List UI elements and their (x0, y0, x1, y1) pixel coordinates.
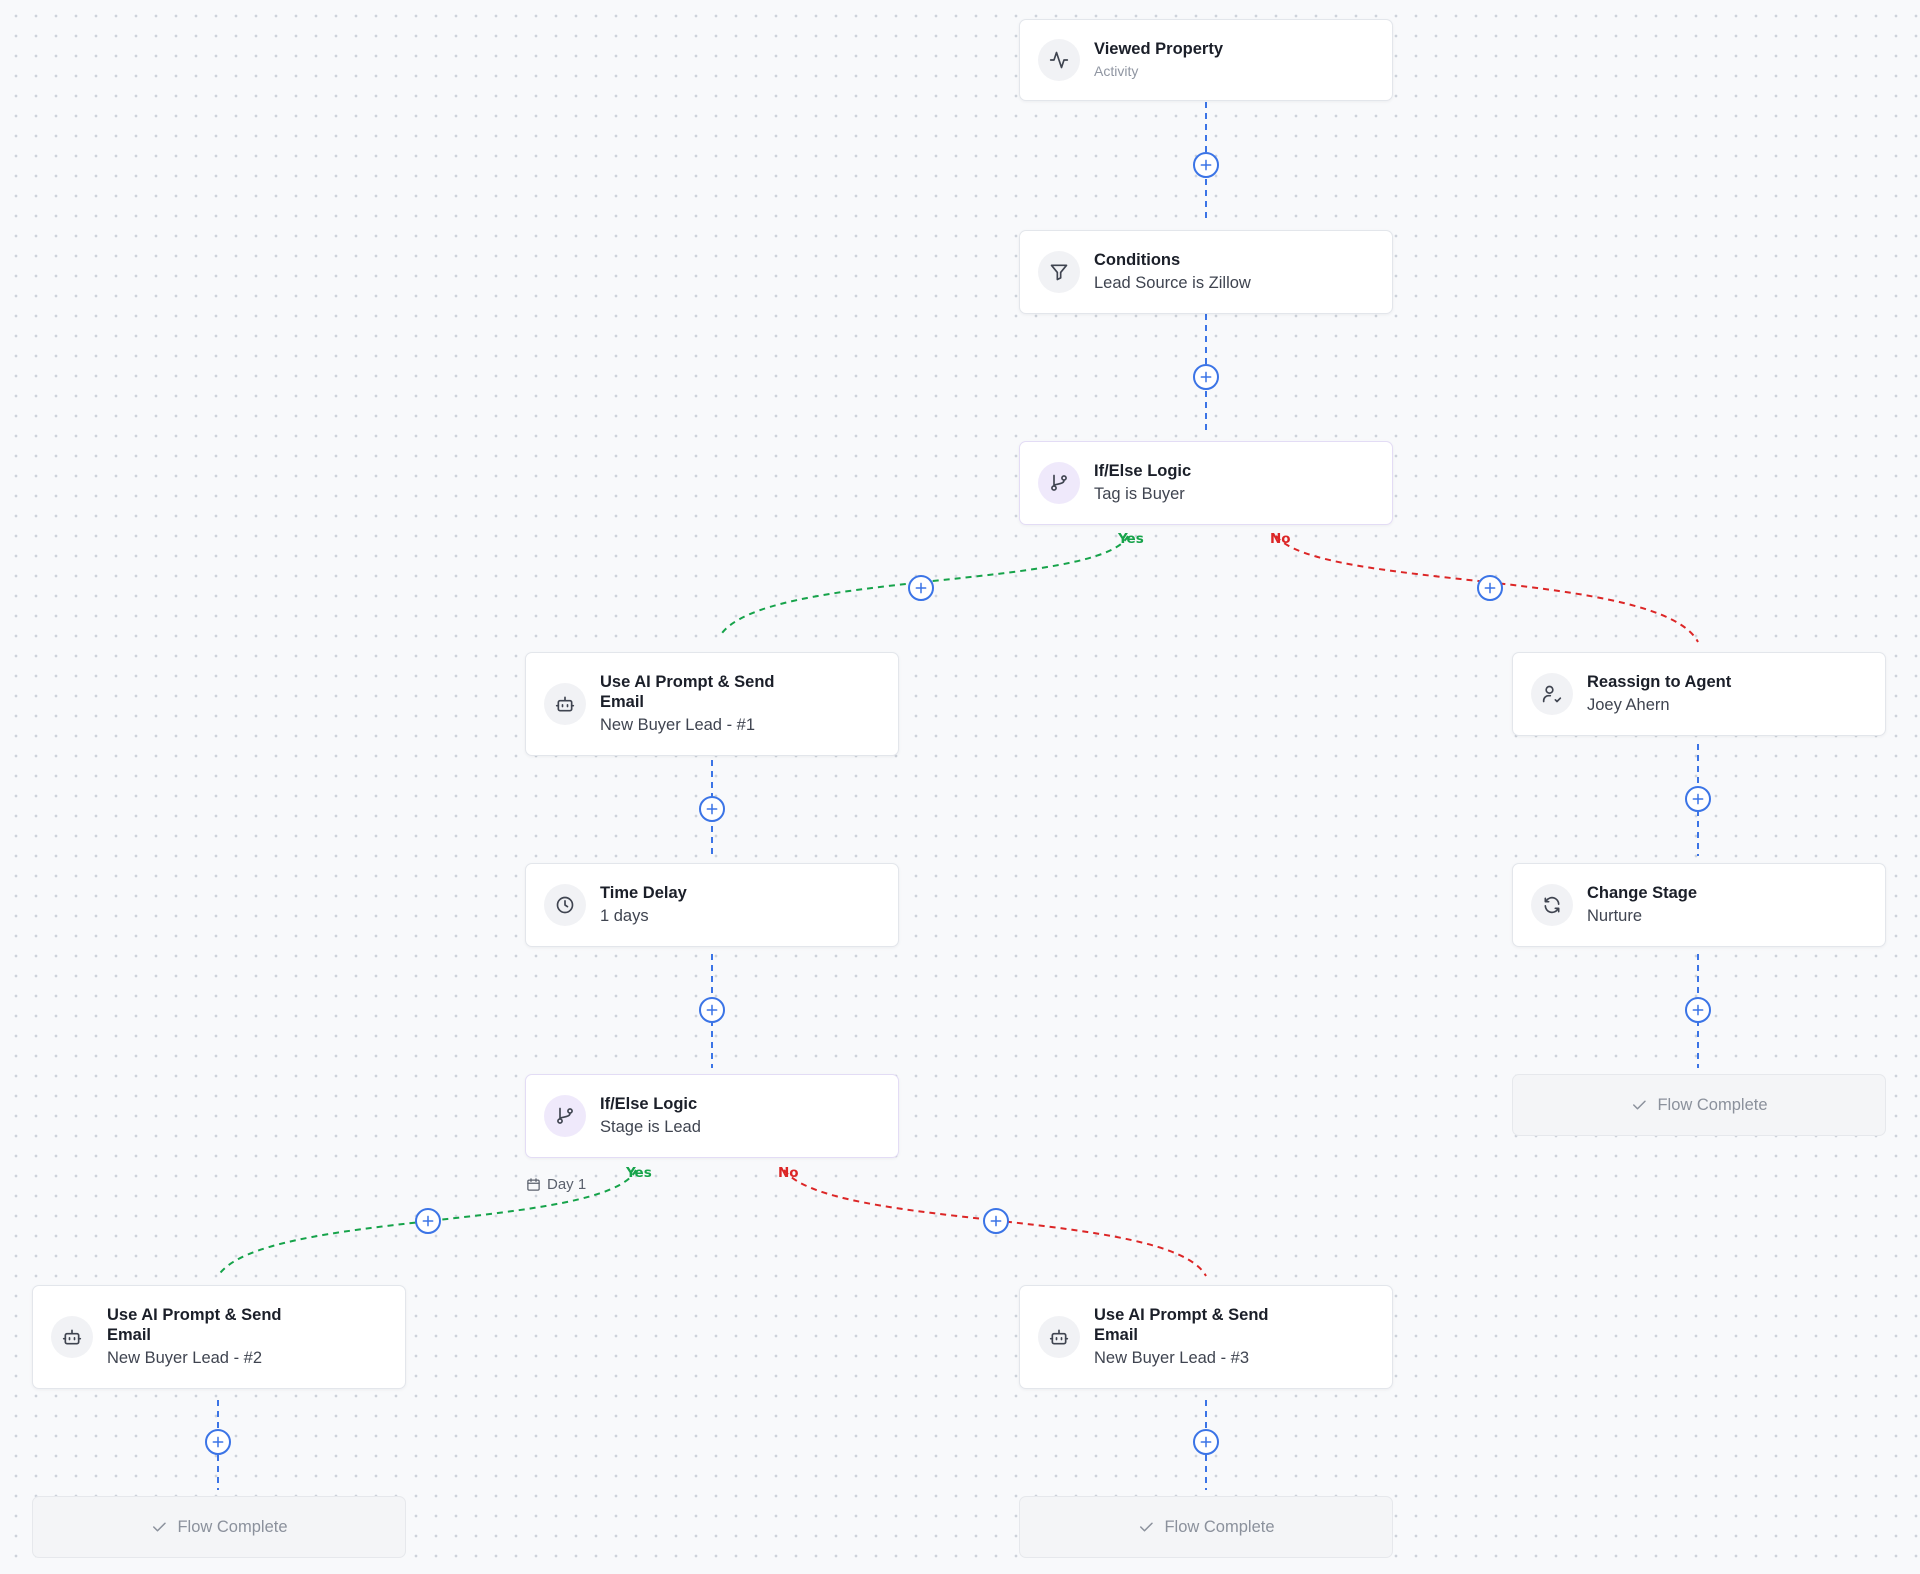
refresh-icon (1531, 884, 1573, 926)
plus-icon (706, 1004, 718, 1016)
yes-branch-label: Yes (626, 1165, 652, 1181)
yes-branch-line (719, 535, 1129, 637)
node-reassign-agent[interactable]: Reassign to Agent Joey Ahern (1512, 652, 1886, 736)
node-subtitle: Lead Source is Zillow (1094, 274, 1251, 292)
robot-icon (1038, 1316, 1080, 1358)
plus-icon (1692, 1004, 1704, 1016)
flow-complete-label: Flow Complete (1657, 1095, 1768, 1114)
plus-icon (422, 1215, 434, 1227)
node-change-stage[interactable]: Change Stage Nurture (1512, 863, 1886, 947)
add-step-button[interactable] (1477, 575, 1503, 601)
plus-icon (915, 582, 927, 594)
add-step-button[interactable] (205, 1429, 231, 1455)
node-subtitle: New Buyer Lead - #3 (1094, 1349, 1250, 1367)
node-title: Reassign to Agent (1587, 673, 1732, 691)
node-title: If/Else Logic (1094, 462, 1192, 480)
branch-icon (1038, 462, 1080, 504)
node-ifelse-stage-lead[interactable]: If/Else Logic Stage is Lead (525, 1074, 899, 1158)
node-title: Conditions (1094, 251, 1181, 269)
flow-complete: Flow Complete (1512, 1074, 1886, 1136)
add-step-button[interactable] (983, 1208, 1009, 1234)
check-icon (1633, 1100, 1647, 1110)
plus-icon (1692, 793, 1704, 805)
node-ai-email-3[interactable]: Use AI Prompt & Send Email New Buyer Lea… (1019, 1285, 1393, 1389)
user-check-icon (1531, 673, 1573, 715)
add-step-button[interactable] (699, 997, 725, 1023)
day-label: Day 1 (526, 1176, 586, 1193)
plus-icon (1200, 371, 1212, 383)
branch-icon (544, 1095, 586, 1137)
node-ifelse-tag-buyer[interactable]: If/Else Logic Tag is Buyer (1019, 441, 1393, 525)
add-step-button[interactable] (1685, 786, 1711, 812)
no-branch-label: No (1270, 531, 1291, 547)
node-title: Time Delay (600, 884, 687, 902)
plus-icon (990, 1215, 1002, 1227)
robot-icon (544, 683, 586, 725)
add-step-button[interactable] (1193, 1429, 1219, 1455)
node-title: Use AI Prompt & Send Email (1094, 1306, 1269, 1344)
node-subtitle: Joey Ahern (1587, 696, 1670, 714)
node-subtitle: Activity (1094, 62, 1139, 79)
node-title: Viewed Property (1094, 39, 1223, 58)
flow-complete: Flow Complete (32, 1496, 406, 1558)
node-subtitle: Tag is Buyer (1094, 485, 1185, 503)
add-step-button[interactable] (699, 796, 725, 822)
flow-complete-label: Flow Complete (177, 1517, 288, 1536)
robot-icon (51, 1316, 93, 1358)
no-branch-label: No (778, 1165, 799, 1181)
plus-icon (1484, 582, 1496, 594)
node-subtitle: Stage is Lead (600, 1118, 701, 1136)
node-title: Change Stage (1587, 884, 1698, 902)
node-title: Use AI Prompt & Send Email (107, 1306, 282, 1344)
plus-icon (212, 1436, 224, 1448)
node-ai-email-2[interactable]: Use AI Prompt & Send Email New Buyer Lea… (32, 1285, 406, 1389)
node-subtitle: 1 days (600, 907, 649, 925)
flow-complete: Flow Complete (1019, 1496, 1393, 1558)
node-title: Use AI Prompt & Send Email (600, 673, 775, 711)
plus-icon (706, 803, 718, 815)
node-conditions[interactable]: Conditions Lead Source is Zillow (1019, 230, 1393, 314)
check-icon (153, 1522, 167, 1532)
plus-icon (1200, 159, 1212, 171)
add-step-button[interactable] (1193, 152, 1219, 178)
day-label-text: Day 1 (547, 1176, 587, 1193)
activity-icon (1038, 39, 1080, 81)
node-title: If/Else Logic (600, 1095, 698, 1113)
node-viewed-property[interactable]: Viewed Property Activity (1019, 19, 1393, 101)
node-time-delay[interactable]: Time Delay 1 days (525, 863, 899, 947)
check-icon (1140, 1522, 1154, 1532)
node-subtitle: Nurture (1587, 907, 1643, 925)
clock-icon (544, 884, 586, 926)
calendar-icon (527, 1178, 540, 1191)
add-step-button[interactable] (415, 1208, 441, 1234)
add-step-button[interactable] (1685, 997, 1711, 1023)
flow-complete-label: Flow Complete (1164, 1517, 1275, 1536)
yes-branch-label: Yes (1118, 531, 1144, 547)
add-step-button[interactable] (908, 575, 934, 601)
plus-icon (1200, 1436, 1212, 1448)
filter-icon (1038, 251, 1080, 293)
add-step-button[interactable] (1193, 364, 1219, 390)
node-subtitle: New Buyer Lead - #2 (107, 1349, 263, 1367)
node-subtitle: New Buyer Lead - #1 (600, 716, 756, 734)
node-ai-email-1[interactable]: Use AI Prompt & Send Email New Buyer Lea… (525, 652, 899, 756)
